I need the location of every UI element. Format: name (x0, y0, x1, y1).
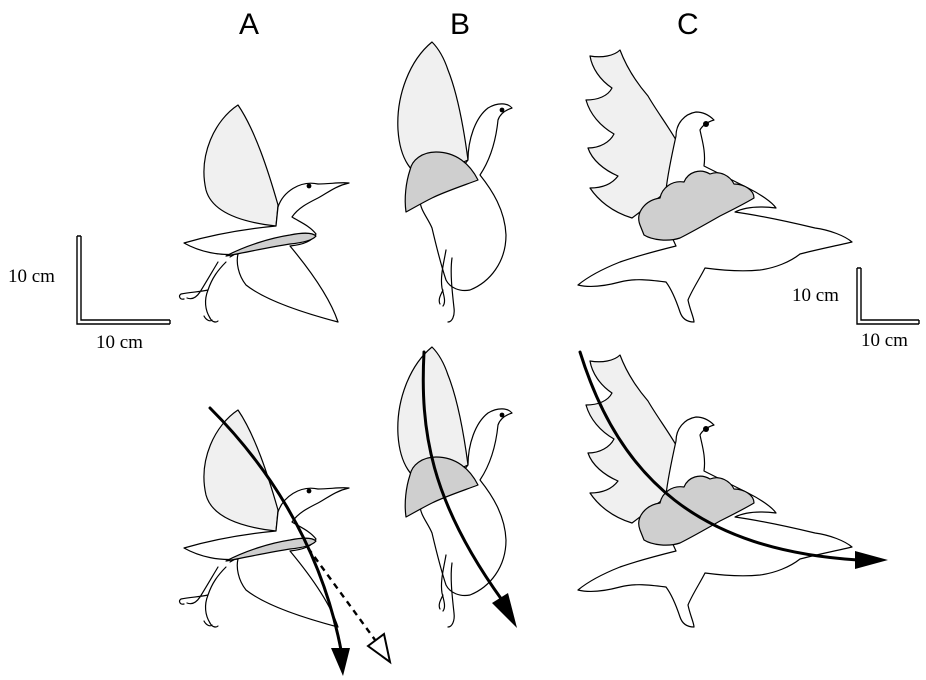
scale-bar-left-vertical-label: 10 cm (8, 266, 55, 287)
bird-c-top (578, 50, 852, 322)
panel-label-a: A (239, 8, 259, 41)
bird-b-top (398, 42, 512, 322)
bird-a-bottom (180, 410, 349, 627)
scale-bar-right: 10 cm 10 cm (792, 268, 919, 351)
scale-bar-left: 10 cm 10 cm (8, 236, 170, 353)
panel-label-b: B (450, 8, 470, 41)
bird-c-bottom (578, 355, 852, 627)
arrowhead-a-solid (331, 648, 350, 676)
scale-bar-left-horizontal-label: 10 cm (96, 332, 143, 353)
bird-a-top (180, 105, 349, 322)
arrowhead-c (855, 551, 888, 569)
scale-bar-right-vertical-label: 10 cm (792, 285, 839, 306)
scale-bar-right-horizontal-label: 10 cm (861, 330, 908, 351)
bird-b-bottom (398, 347, 512, 627)
arrowhead-a-dashed (368, 634, 390, 662)
panel-label-c: C (677, 8, 699, 41)
arrowhead-b (492, 593, 517, 628)
